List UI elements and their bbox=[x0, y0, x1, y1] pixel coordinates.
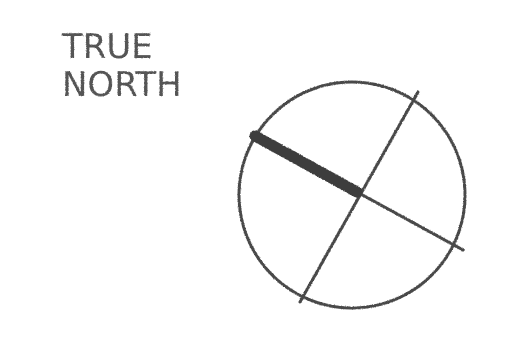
north-needle bbox=[255, 136, 357, 192]
compass-horizontal-line bbox=[357, 192, 463, 250]
label-line-1: TRUE bbox=[62, 28, 182, 66]
label-line-2: NORTH bbox=[62, 66, 182, 104]
true-north-label: TRUE NORTH bbox=[62, 28, 182, 104]
